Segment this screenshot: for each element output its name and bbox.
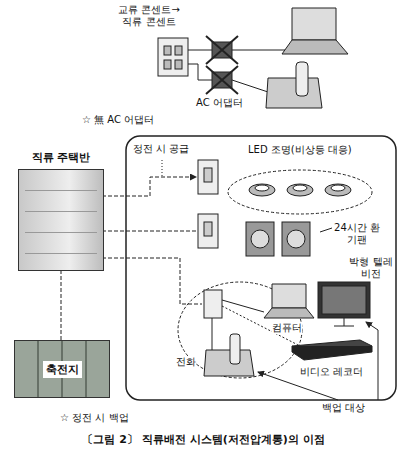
panel-line <box>25 232 97 233</box>
device-label: 전화 <box>176 356 196 368</box>
device-label: AC 어댑터 <box>196 97 243 109</box>
device-label: 박형 텔레비전 <box>348 256 394 280</box>
panel-body <box>18 169 104 271</box>
figure-caption: 〔그림 2〕 직류배전 시스템(저전압계통)의 이점 <box>0 432 407 447</box>
device-label: 정전 시 공급 <box>133 143 189 155</box>
battery-box: 축전지 <box>14 340 110 398</box>
device-label: 백업 대상 <box>322 402 365 414</box>
device-label: 비디오 레코더 <box>300 366 363 378</box>
device-label: ☆ 無 AC 어댑터 <box>82 114 154 126</box>
panel-line <box>25 211 97 212</box>
device-label: 24시간 환기팬 <box>334 222 380 246</box>
device-label: 컴퓨터 <box>272 322 302 334</box>
power-line <box>61 271 62 340</box>
battery-label: 축전지 <box>43 361 82 378</box>
distribution-panel: 직류 주택반 <box>18 150 104 271</box>
device-label: 교류 콘센트→ 직류 콘센트 <box>112 4 186 28</box>
panel-line <box>25 253 97 254</box>
panel-line <box>25 190 97 191</box>
panel-heading: 직류 주택반 <box>18 150 104 165</box>
outlet <box>158 38 188 76</box>
device-label: ☆ 정전 시 백업 <box>60 412 129 424</box>
device-label: LED 조명(비상등 대응) <box>248 144 352 156</box>
